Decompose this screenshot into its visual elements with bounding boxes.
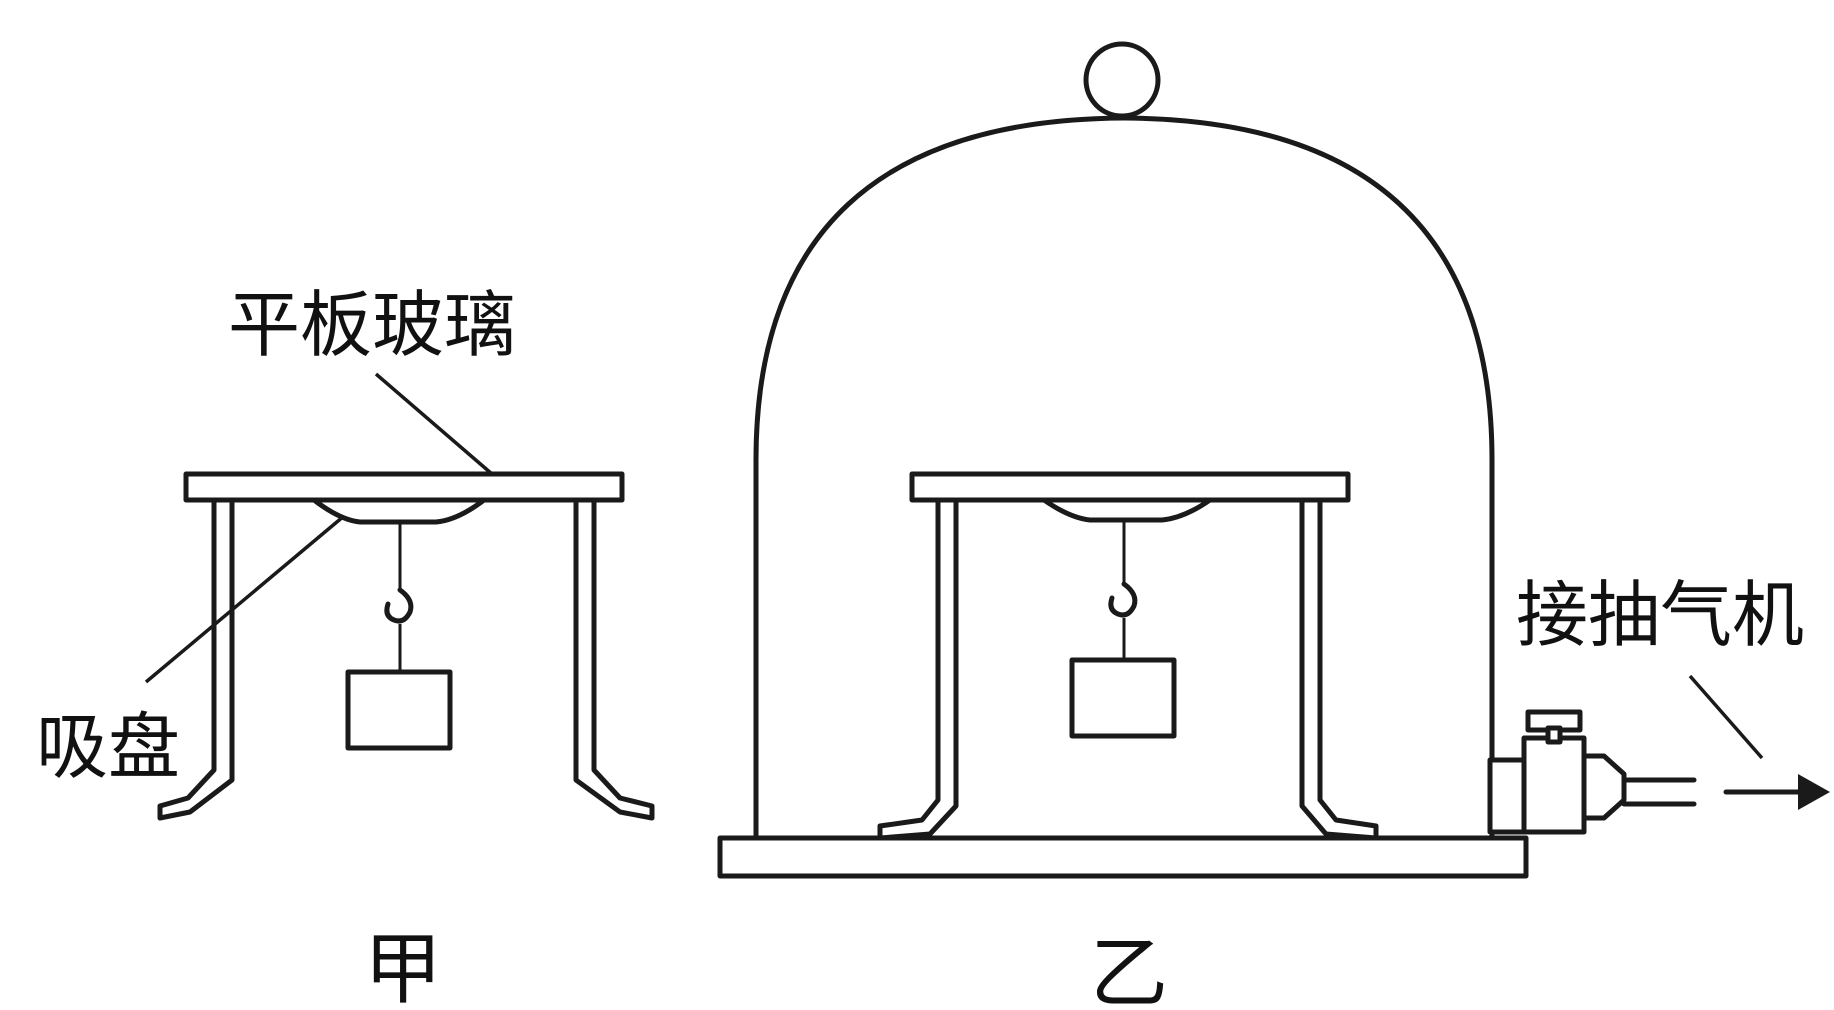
- right-stand-right-leg: [1299, 497, 1379, 841]
- caption-right: 乙: [1090, 929, 1168, 1010]
- right-stand-left-leg: [877, 497, 959, 841]
- right-suction-cup: [1041, 497, 1213, 523]
- bell-jar-knob: [1083, 41, 1161, 119]
- base-plate: [717, 835, 1529, 879]
- left-weight: [345, 669, 453, 751]
- glass-plate-leader: [374, 372, 494, 476]
- valve-stem: [1545, 725, 1563, 745]
- left-glass-plate: [183, 471, 625, 503]
- pump-label-leader: [1688, 674, 1764, 760]
- pump-label: 接抽气机: [1516, 573, 1804, 657]
- valve-flange: [1487, 757, 1527, 835]
- right-hook: [1108, 581, 1138, 618]
- valve-nozzle: [1581, 753, 1627, 821]
- pump-arrow-head: [1798, 774, 1830, 810]
- right-apparatus: 接抽气机 乙: [717, 41, 1830, 1010]
- caption-left: 甲: [364, 925, 442, 1010]
- suction-cup-leader: [144, 514, 346, 684]
- left-stand-left-leg: [157, 497, 235, 821]
- right-weight: [1069, 657, 1177, 739]
- left-apparatus: 平板玻璃 吸盘 甲: [36, 283, 655, 1010]
- valve-body: [1521, 735, 1587, 835]
- glass-plate-label: 平板玻璃: [228, 283, 516, 367]
- right-glass-plate: [909, 471, 1351, 503]
- left-hook: [384, 587, 414, 624]
- left-stand-right-leg: [573, 497, 655, 821]
- suction-cup-label: 吸盘: [36, 705, 180, 789]
- left-suction-cup: [311, 497, 487, 525]
